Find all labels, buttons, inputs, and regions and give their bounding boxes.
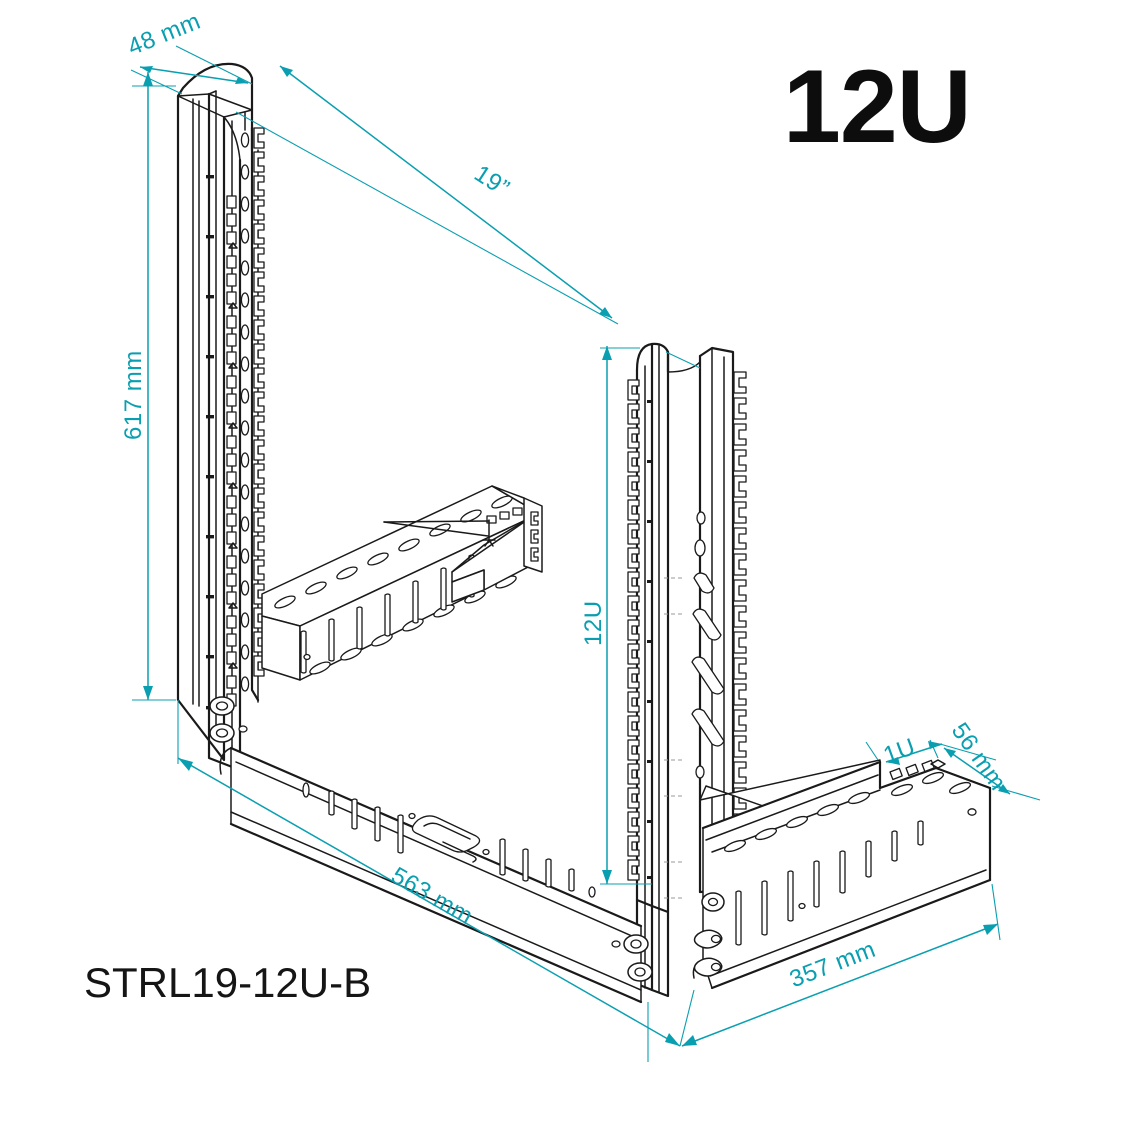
base-rail-slots-left [302, 782, 404, 854]
bottom-right-side-arm [692, 759, 992, 990]
post-u-markers [228, 242, 238, 669]
dimension-line-357mm [679, 883, 1001, 1047]
dimension-617mm-label: 617 mm [120, 350, 147, 440]
right-post-web-slots [691, 511, 725, 779]
post-oval-holes [240, 132, 250, 692]
arm-end-bolts [693, 892, 725, 977]
bottom-left-side-rail [219, 746, 653, 1004]
unit-badge-12u: 12U [783, 49, 972, 165]
left-rack-post [176, 62, 265, 772]
post-square-holes-front [226, 195, 237, 707]
arm-top-slots [723, 771, 972, 853]
rail-web-vertical-slots [300, 554, 475, 674]
right-post-right-slots [733, 371, 747, 888]
base-rail-keyhole-detail [408, 812, 490, 863]
arm-web-slots [735, 808, 977, 946]
dimension-line-48mm [130, 45, 253, 95]
dimension-12u-label: 12U [580, 600, 607, 646]
dimension-line-56mm [939, 743, 1041, 801]
right-post-centermarks [664, 577, 682, 899]
middle-side-rail-bracket [261, 485, 543, 681]
right-post-ticks [647, 400, 653, 879]
part-number-label: STRL19-12U-B [84, 959, 372, 1006]
right-post-left-slots [627, 379, 640, 881]
post-foot-bolt-holes [209, 696, 248, 743]
bracket-end-slots [486, 507, 539, 562]
arm-riser-square-holes [889, 759, 946, 781]
base-rail-slots-right [499, 838, 596, 898]
dimension-line-1u [865, 739, 943, 765]
base-rail-end-bolts [611, 934, 653, 982]
rail-top-slots [274, 495, 513, 609]
dimension-line-19in [235, 65, 701, 369]
dimension-line-617mm [132, 72, 176, 701]
dimension-line-12u [600, 346, 652, 885]
dimension-line-563mm [177, 700, 681, 1062]
